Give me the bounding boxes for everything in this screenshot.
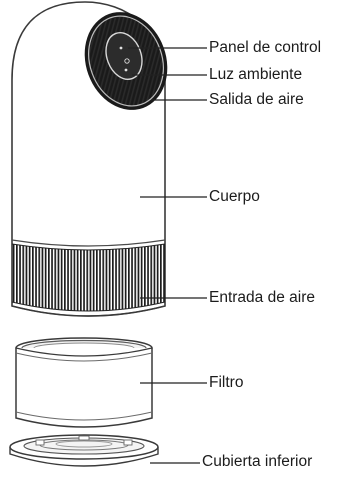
bottom-cover bbox=[9, 434, 159, 467]
label-entrada-de-aire: Entrada de aire bbox=[209, 289, 315, 306]
label-luz-ambiente: Luz ambiente bbox=[209, 66, 303, 83]
label-panel-de-control: Panel de control bbox=[209, 39, 322, 56]
label-cubierta-inferior: Cubierta inferior bbox=[202, 453, 313, 470]
label-cuerpo: Cuerpo bbox=[209, 188, 260, 205]
filter-cylinder bbox=[15, 337, 153, 428]
label-filtro: Filtro bbox=[209, 374, 244, 391]
label-salida-de-aire: Salida de aire bbox=[209, 91, 304, 108]
control-head bbox=[84, 12, 168, 110]
air-inlet-grille bbox=[11, 243, 166, 317]
